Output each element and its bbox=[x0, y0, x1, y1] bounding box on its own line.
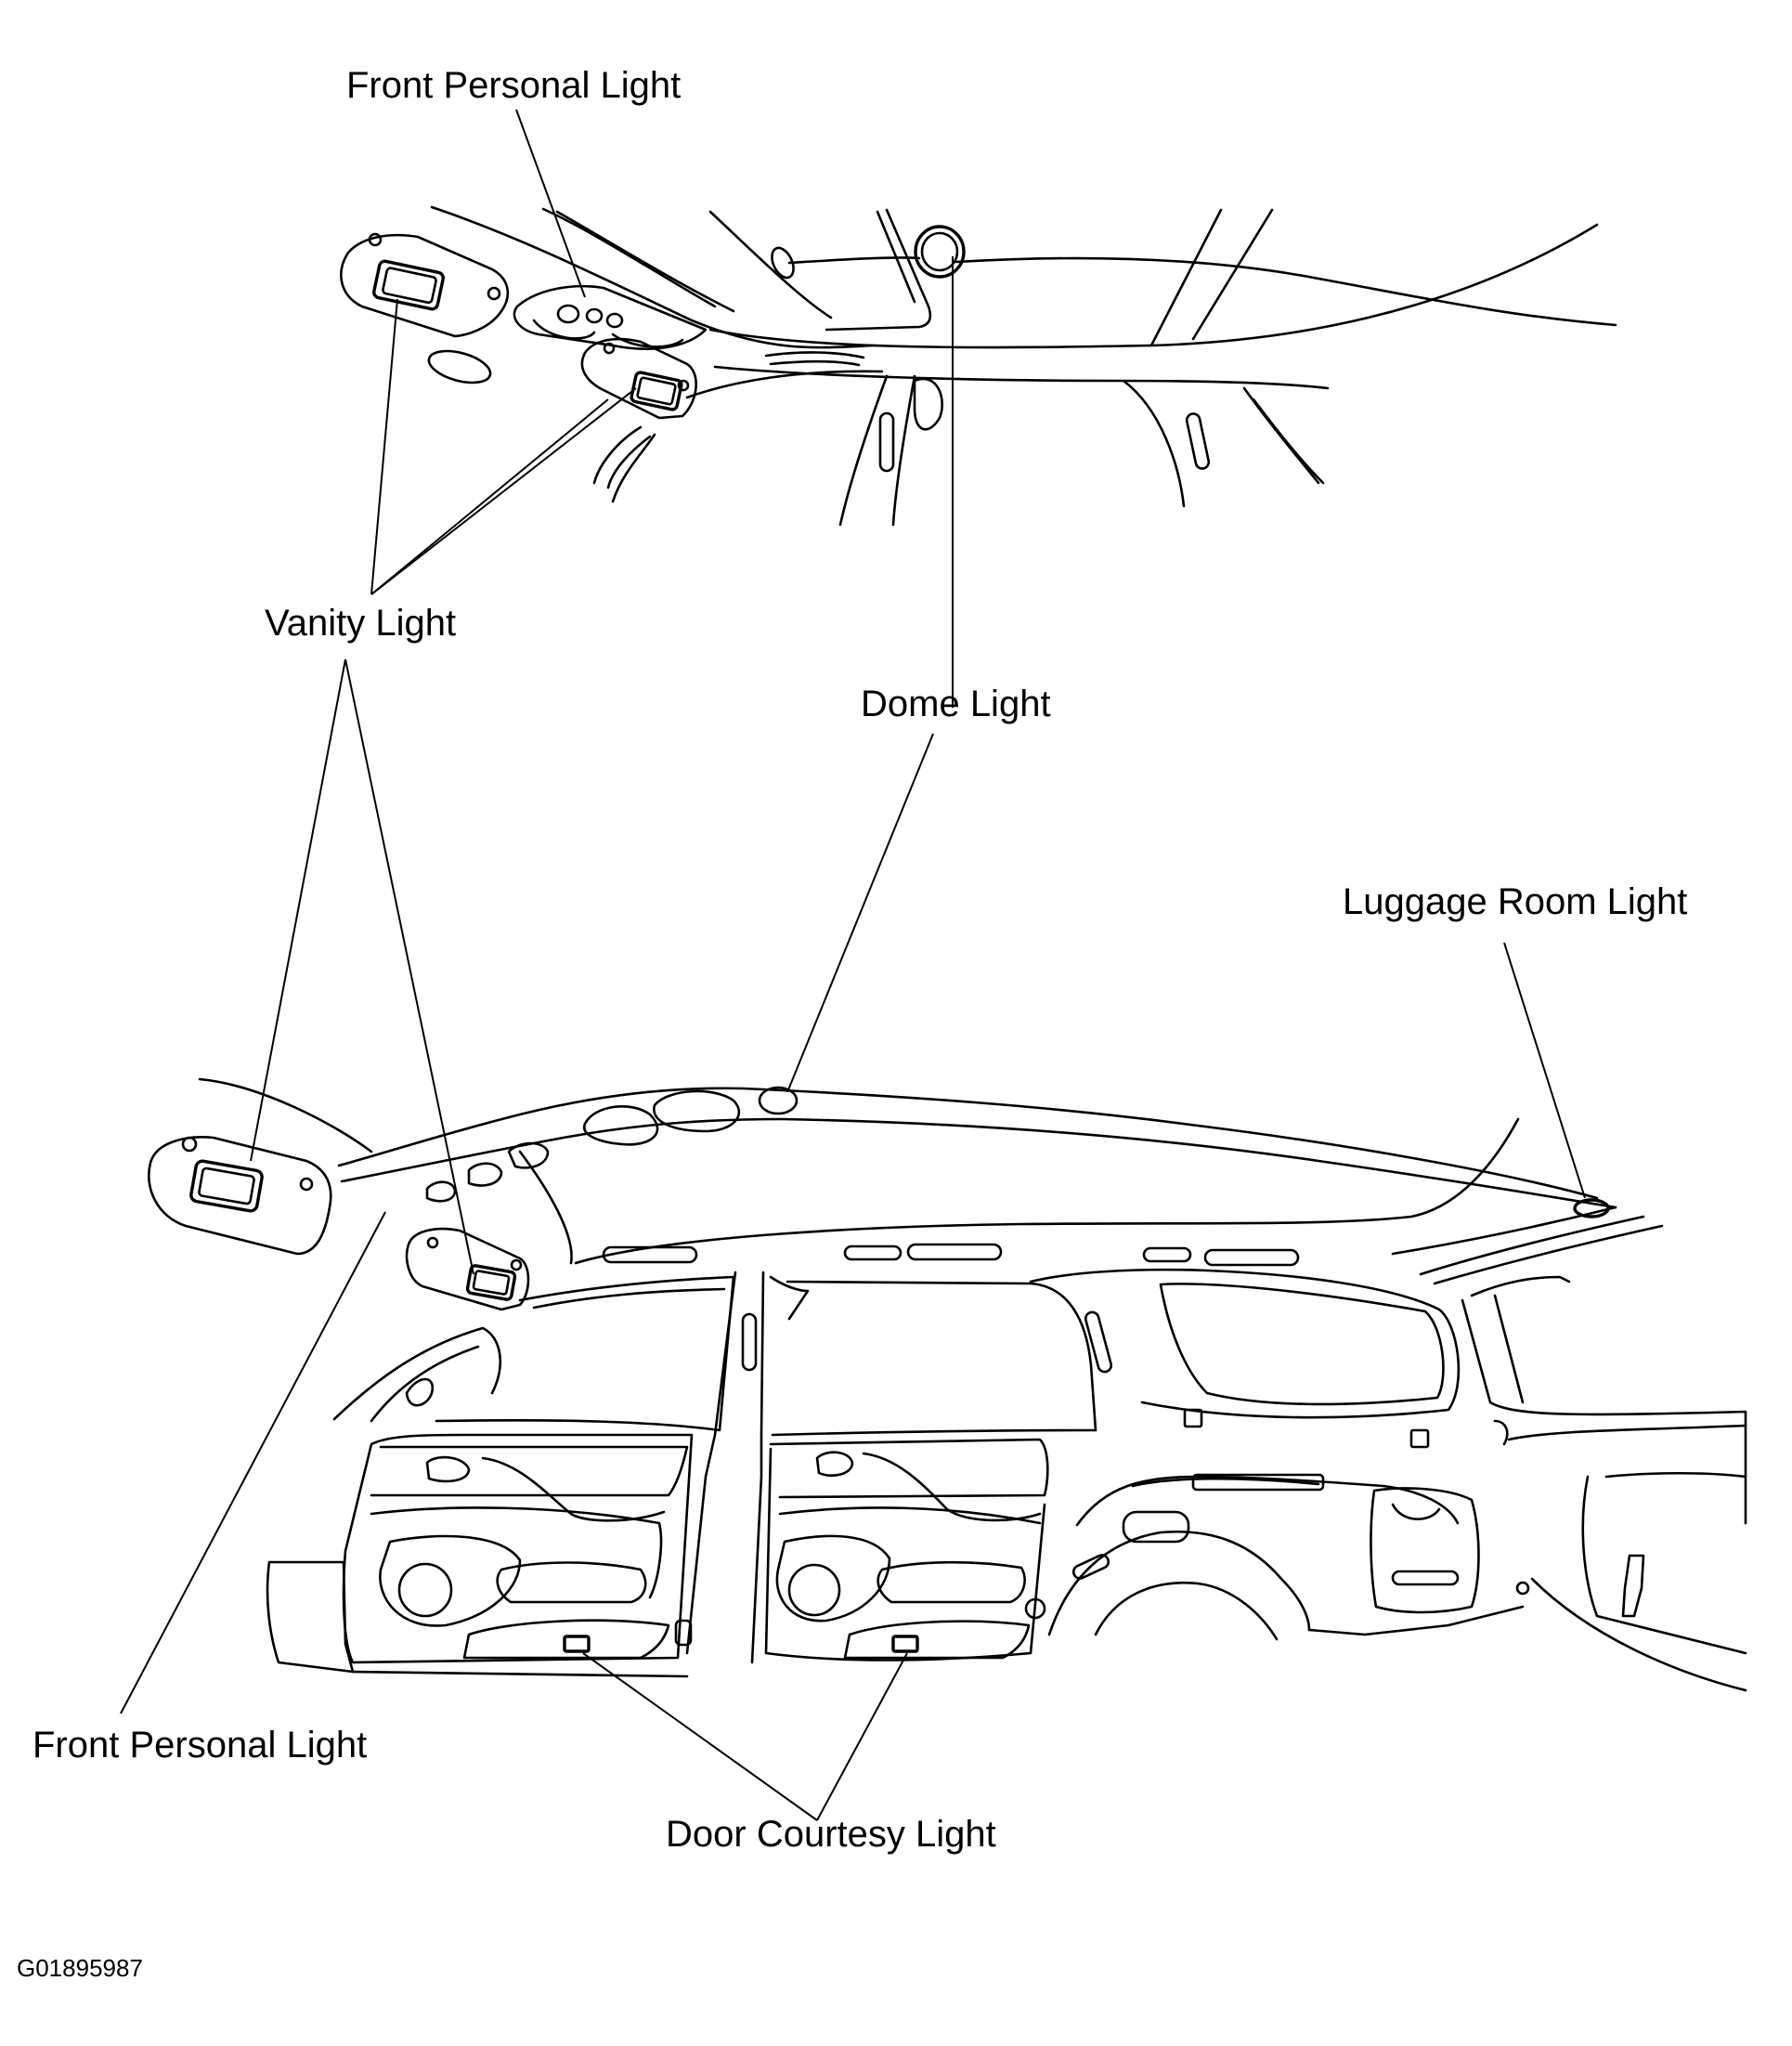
bottom-interior-drawing bbox=[120, 658, 1747, 1821]
label-front-personal-light-bottom: Front Personal Light bbox=[32, 1725, 368, 1766]
label-vanity-light: Vanity Light bbox=[265, 603, 457, 644]
label-front-personal-light-top: Front Personal Light bbox=[346, 65, 682, 106]
label-luggage-room-light: Luggage Room Light bbox=[1343, 881, 1688, 922]
label-door-courtesy-light: Door Courtesy Light bbox=[666, 1814, 996, 1855]
top-headliner-drawing bbox=[340, 109, 1617, 708]
label-dome-light: Dome Light bbox=[861, 684, 1051, 724]
figure-code: G01895987 bbox=[17, 1954, 143, 1982]
